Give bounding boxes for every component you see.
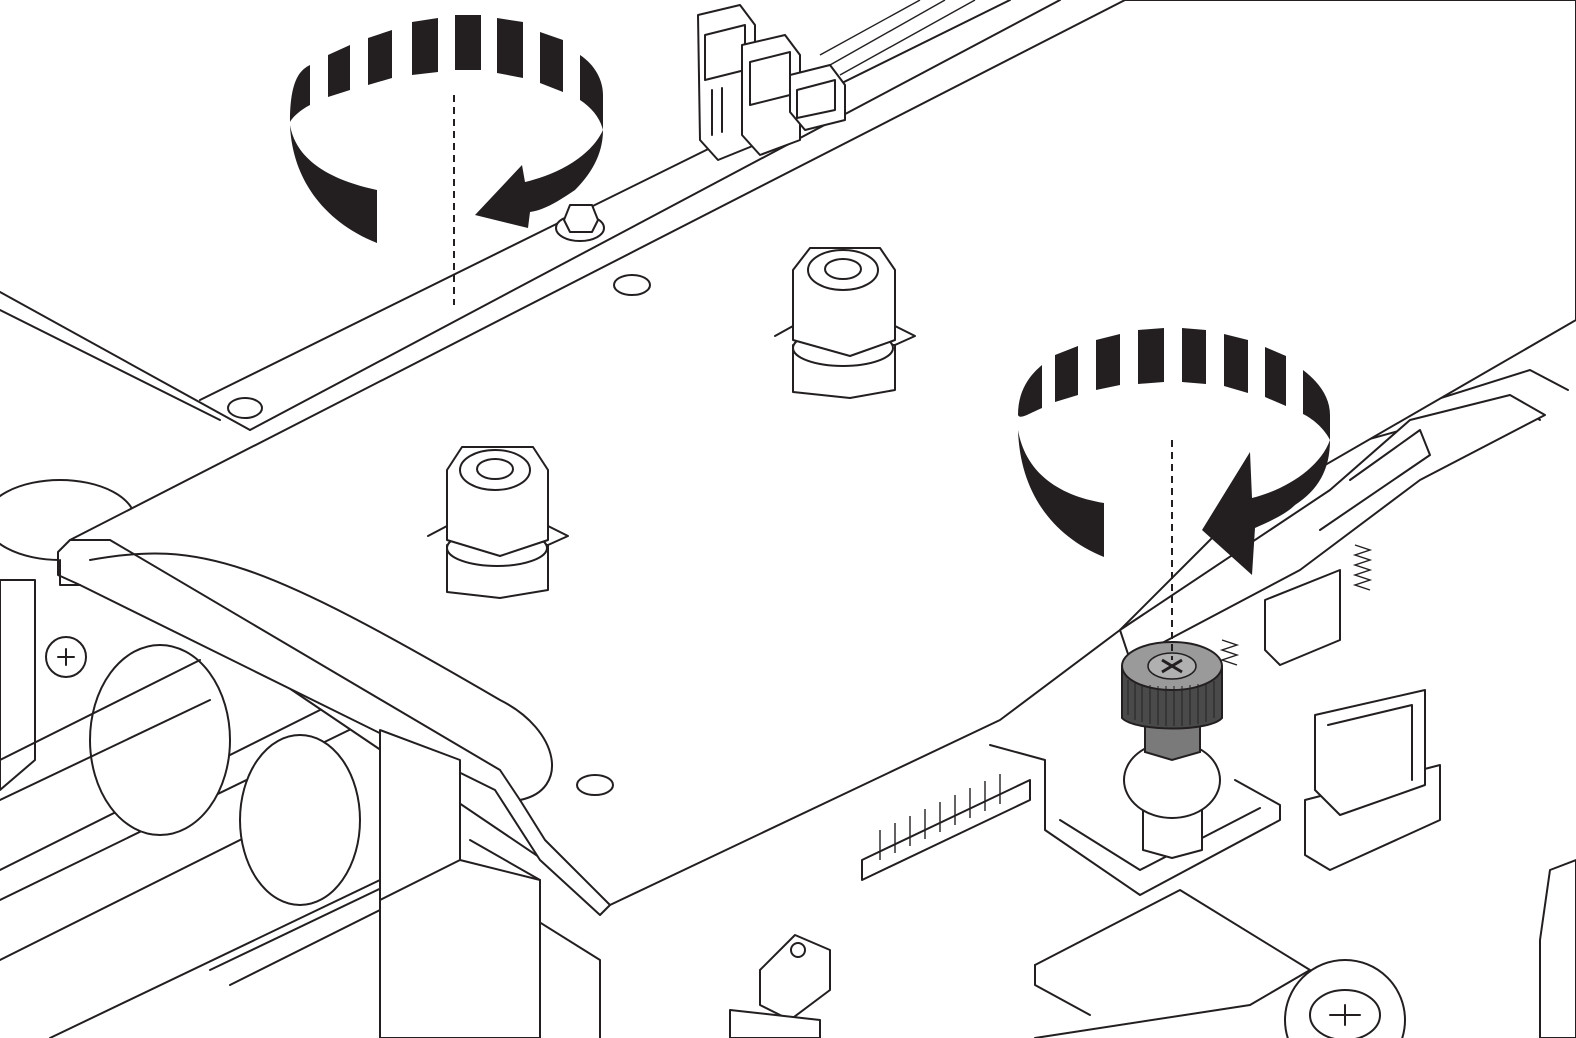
standoff-screw-top	[555, 204, 605, 242]
latch-bottom	[729, 934, 831, 1038]
pin-header	[861, 774, 1031, 881]
memory-latches	[697, 4, 846, 161]
fan-assembly	[0, 479, 361, 906]
springs	[1219, 544, 1373, 666]
rotation-arrow-right	[1018, 328, 1330, 575]
thumbscrew-icon	[1121, 641, 1223, 859]
standoff-front	[427, 446, 569, 599]
rotation-arrow-left	[290, 15, 603, 243]
riser-tray	[57, 0, 1576, 1038]
phillips-screw-icon	[1284, 959, 1406, 1038]
connectors-right	[1264, 569, 1576, 1038]
standoff-rear	[774, 247, 916, 399]
